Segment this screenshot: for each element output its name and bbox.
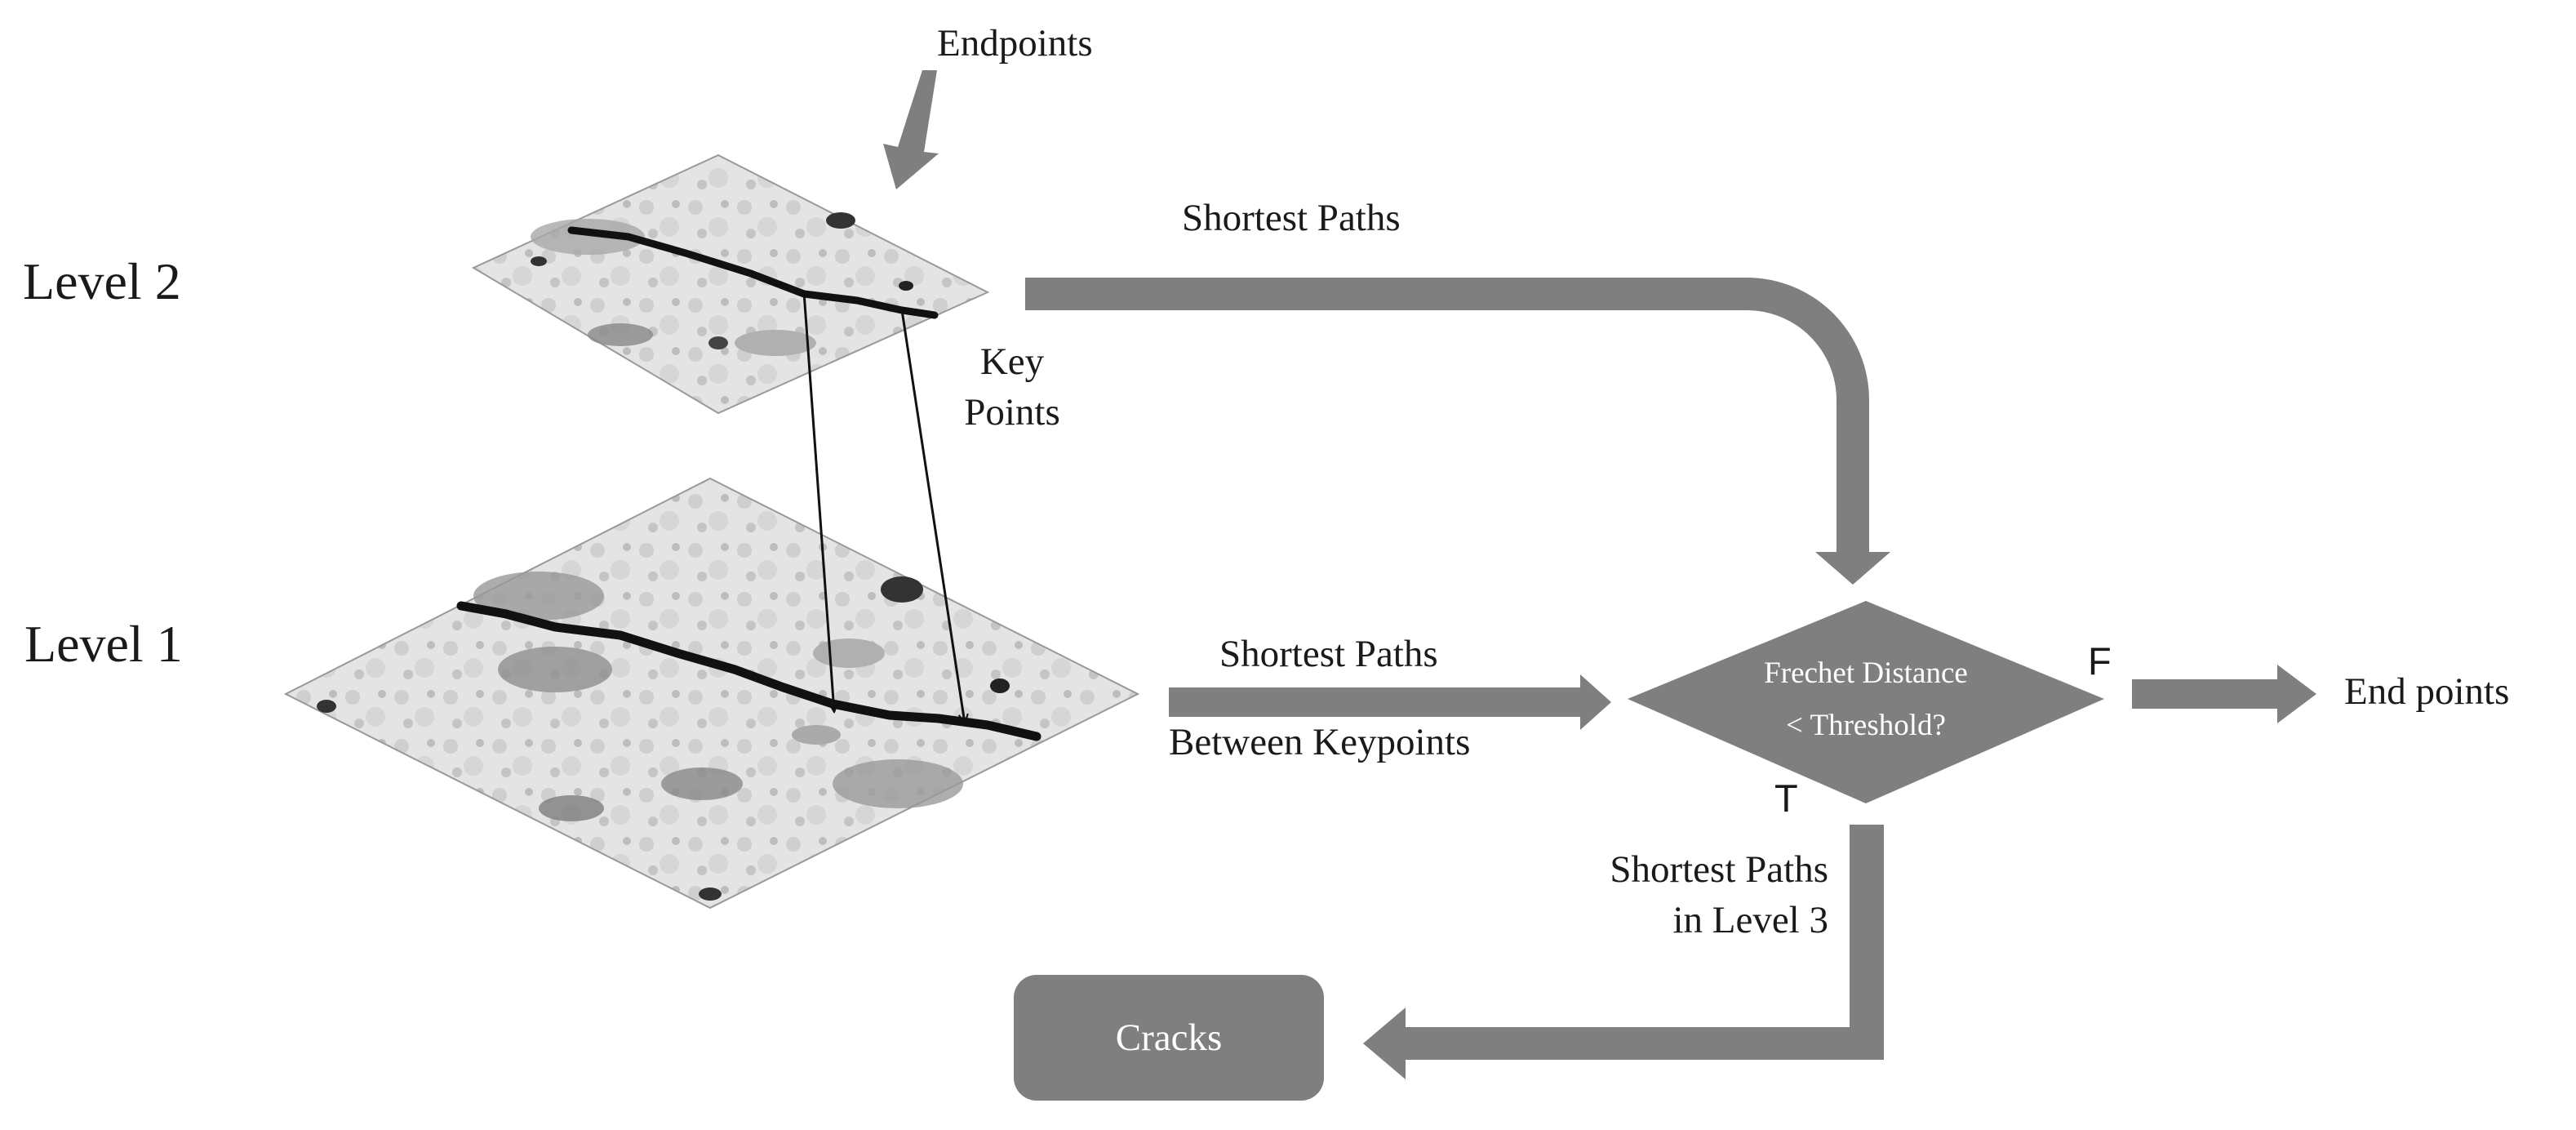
level2-crack	[567, 226, 939, 319]
level1-crack	[456, 601, 1042, 741]
key-points-label-line1: Key	[980, 340, 1045, 383]
decision-text-line2: < Threshold?	[1786, 709, 1946, 742]
level1-label: Level 1	[24, 615, 183, 673]
decision-diamond	[1628, 601, 2104, 803]
between-keypoints-arrow	[1169, 674, 1611, 730]
between-keypoints-label: Between Keypoints	[1169, 721, 1470, 763]
shortest-paths-level3-line2: in Level 3	[1672, 899, 1828, 941]
shortest-paths-level3-line1: Shortest Paths	[1610, 848, 1828, 891]
true-branch-label: T	[1774, 776, 1798, 820]
level1-image-plane	[283, 477, 1140, 910]
keypoint-projection-line	[900, 309, 965, 723]
false-branch-arrow	[2132, 665, 2316, 723]
false-branch-label: F	[2088, 639, 2112, 683]
cracks-label: Cracks	[1116, 1017, 1223, 1059]
key-points-label-line2: Points	[964, 391, 1060, 434]
endpoints-label: Endpoints	[937, 22, 1093, 65]
shortest-paths-mid-label: Shortest Paths	[1219, 633, 1438, 675]
level2-shortest-path-arrow	[1025, 278, 1890, 585]
level2-image-plane	[471, 153, 990, 415]
cracks-box	[1014, 975, 1324, 1101]
shortest-paths-top-label: Shortest Paths	[1182, 197, 1401, 239]
level2-label: Level 2	[23, 252, 181, 310]
decision-text-line1: Frechet Distance	[1764, 656, 1968, 690]
end-points-label: End points	[2344, 670, 2509, 713]
keypoint-projection-line	[802, 291, 834, 712]
true-branch-arrow	[1363, 825, 1884, 1079]
endpoints-arrow	[883, 70, 939, 189]
